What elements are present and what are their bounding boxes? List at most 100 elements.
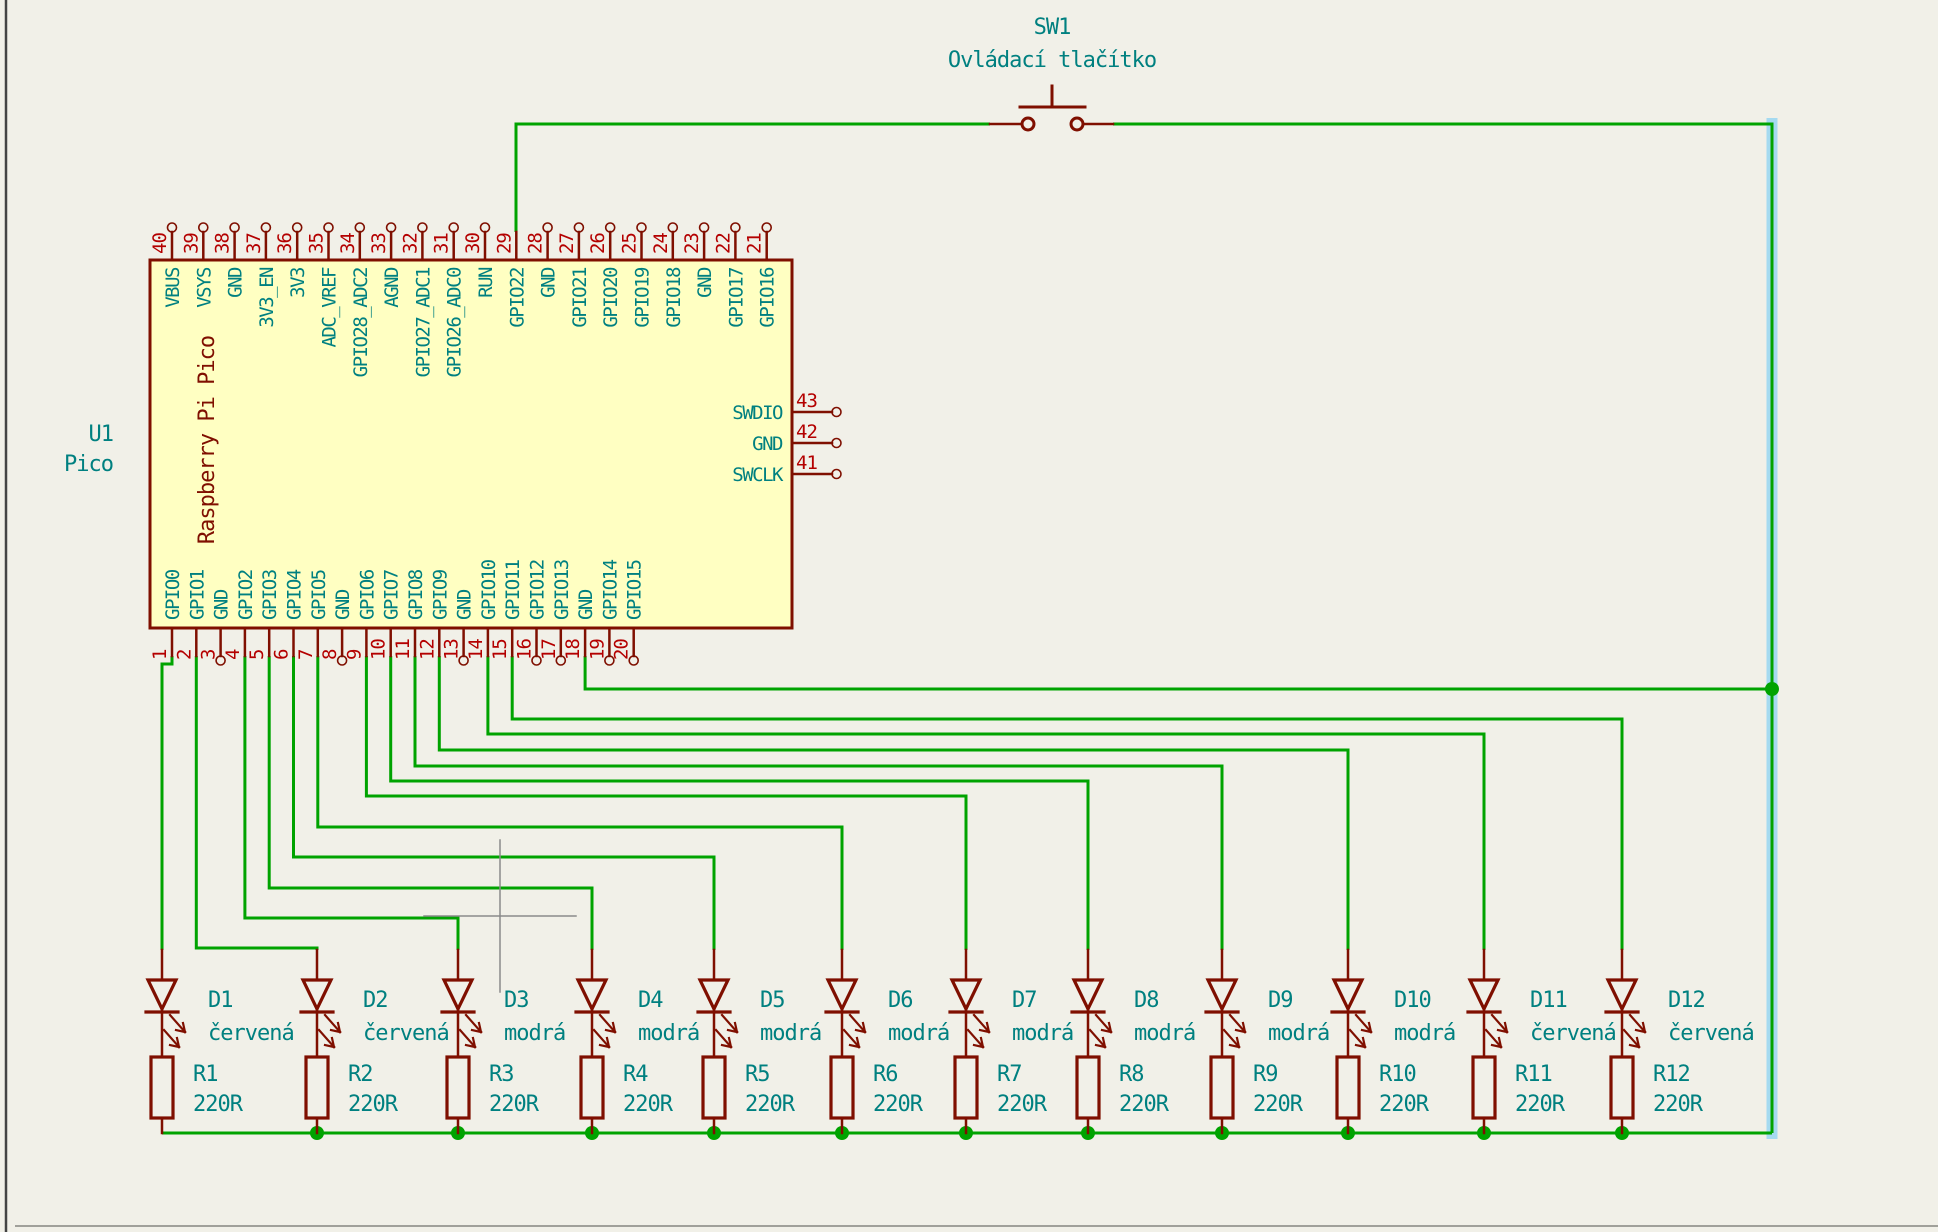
wire-gpio-d10[interactable] — [437, 656, 1350, 950]
resistor-reference-R10[interactable]: R10 — [1379, 1062, 1417, 1087]
wire-gpio-d3[interactable] — [243, 656, 460, 950]
led-D10[interactable] — [1330, 948, 1373, 1059]
pico-body[interactable] — [148, 258, 794, 630]
resistor-reference-R4[interactable]: R4 — [623, 1062, 649, 1087]
led-value-D8[interactable]: modrá — [1134, 1021, 1196, 1046]
led-D5[interactable] — [696, 948, 739, 1059]
resistor-reference-R11[interactable]: R11 — [1515, 1062, 1553, 1087]
wire-sw1-to-ground-rail[interactable] — [1113, 122, 1774, 1133]
resistor-R5[interactable] — [701, 1055, 727, 1135]
led-D4[interactable] — [574, 948, 617, 1059]
resistor-value-R7[interactable]: 220R — [997, 1092, 1049, 1117]
resistor-value-R6[interactable]: 220R — [873, 1092, 925, 1117]
led-D12[interactable] — [1604, 948, 1647, 1059]
wire-gpio-d12[interactable] — [510, 656, 1624, 950]
wire-gpio0-d1[interactable] — [160, 656, 174, 950]
led-reference-D1[interactable]: D1 — [208, 988, 234, 1013]
resistor-reference-R12[interactable]: R12 — [1653, 1062, 1691, 1087]
pico-value[interactable]: Pico — [64, 452, 114, 477]
led-reference-D6[interactable]: D6 — [888, 988, 914, 1013]
led-value-D5[interactable]: modrá — [760, 1021, 822, 1046]
led-reference-D2[interactable]: D2 — [363, 988, 389, 1013]
led-value-D7[interactable]: modrá — [1012, 1021, 1074, 1046]
resistor-R1[interactable] — [149, 1055, 175, 1135]
resistor-value-R8[interactable]: 220R — [1119, 1092, 1171, 1117]
resistor-value-R12[interactable]: 220R — [1653, 1092, 1705, 1117]
wire-gpio-d5[interactable] — [292, 656, 716, 950]
resistor-value-R4[interactable]: 220R — [623, 1092, 675, 1117]
led-reference-D9[interactable]: D9 — [1268, 988, 1294, 1013]
led-D11[interactable] — [1466, 948, 1509, 1059]
led-reference-D7[interactable]: D7 — [1012, 988, 1038, 1013]
led-value-D1[interactable]: červená — [208, 1021, 295, 1046]
resistor-value-R2[interactable]: 220R — [348, 1092, 400, 1117]
led-reference-D4[interactable]: D4 — [638, 988, 664, 1013]
resistor-R11[interactable] — [1471, 1055, 1497, 1135]
resistor-R12[interactable] — [1609, 1055, 1635, 1135]
resistor-R10[interactable] — [1335, 1055, 1361, 1135]
led-reference-D5[interactable]: D5 — [760, 988, 786, 1013]
led-value-D11[interactable]: červená — [1530, 1021, 1617, 1046]
sw1-value[interactable]: Ovládací tlačítko — [948, 48, 1157, 73]
pico-symbol[interactable]: 40VBUS39VSYS38GND373V3_EN363V335ADC_VREF… — [64, 222, 842, 666]
led-D7[interactable] — [948, 948, 991, 1059]
led-D1[interactable] — [144, 948, 187, 1059]
resistor-reference-R1[interactable]: R1 — [193, 1062, 219, 1087]
resistor-R3[interactable] — [445, 1055, 471, 1135]
led-reference-D10[interactable]: D10 — [1394, 988, 1432, 1013]
resistor-R2[interactable] — [304, 1055, 330, 1135]
resistor-R7[interactable] — [953, 1055, 979, 1135]
resistor-value-R11[interactable]: 220R — [1515, 1092, 1567, 1117]
wire-gnd-pin18[interactable] — [583, 656, 1772, 691]
led-D3[interactable] — [440, 948, 483, 1059]
junction-dot[interactable] — [1765, 682, 1779, 696]
resistor-reference-R7[interactable]: R7 — [997, 1062, 1023, 1087]
resistor-R9[interactable] — [1209, 1055, 1235, 1135]
wire-gpio-d8[interactable] — [389, 656, 1090, 950]
wire-gpio-d11[interactable] — [486, 656, 1486, 950]
resistor-reference-R8[interactable]: R8 — [1119, 1062, 1145, 1087]
led-value-D10[interactable]: modrá — [1394, 1021, 1456, 1046]
resistor-R4[interactable] — [579, 1055, 605, 1135]
led-reference-D11[interactable]: D11 — [1530, 988, 1568, 1013]
wire-gpio22-to-sw1[interactable] — [514, 122, 990, 232]
resistor-reference-R6[interactable]: R6 — [873, 1062, 899, 1087]
resistor-value-R10[interactable]: 220R — [1379, 1092, 1431, 1117]
resistor-reference-R5[interactable]: R5 — [745, 1062, 771, 1087]
resistor-value-R5[interactable]: 220R — [745, 1092, 797, 1117]
wire-gpio-d4[interactable] — [267, 656, 594, 950]
resistor-reference-R2[interactable]: R2 — [348, 1062, 374, 1087]
resistor-reference-R9[interactable]: R9 — [1253, 1062, 1279, 1087]
wire-gpio-d6[interactable] — [316, 656, 844, 950]
led-D6[interactable] — [824, 948, 867, 1059]
led-D9[interactable] — [1204, 948, 1247, 1059]
led-value-D4[interactable]: modrá — [638, 1021, 700, 1046]
led-reference-D12[interactable]: D12 — [1668, 988, 1706, 1013]
led-value-D9[interactable]: modrá — [1268, 1021, 1330, 1046]
led-value-D12[interactable]: červená — [1668, 1021, 1755, 1046]
pico-reference[interactable]: U1 — [89, 422, 115, 447]
led-value-D3[interactable]: modrá — [504, 1021, 566, 1046]
sw1-reference[interactable]: SW1 — [1034, 15, 1072, 40]
resistor-R8[interactable] — [1075, 1055, 1101, 1135]
led-D2[interactable] — [299, 948, 342, 1059]
led-D8[interactable] — [1070, 948, 1113, 1059]
wire-gpio-d2[interactable] — [194, 656, 319, 950]
wire-gpio-d7[interactable] — [364, 656, 968, 950]
resistor-R6[interactable] — [829, 1055, 855, 1135]
resistor-value-R1[interactable]: 220R — [193, 1092, 245, 1117]
resistor-value-R9[interactable]: 220R — [1253, 1092, 1305, 1117]
resistor-reference-R3[interactable]: R3 — [489, 1062, 515, 1087]
